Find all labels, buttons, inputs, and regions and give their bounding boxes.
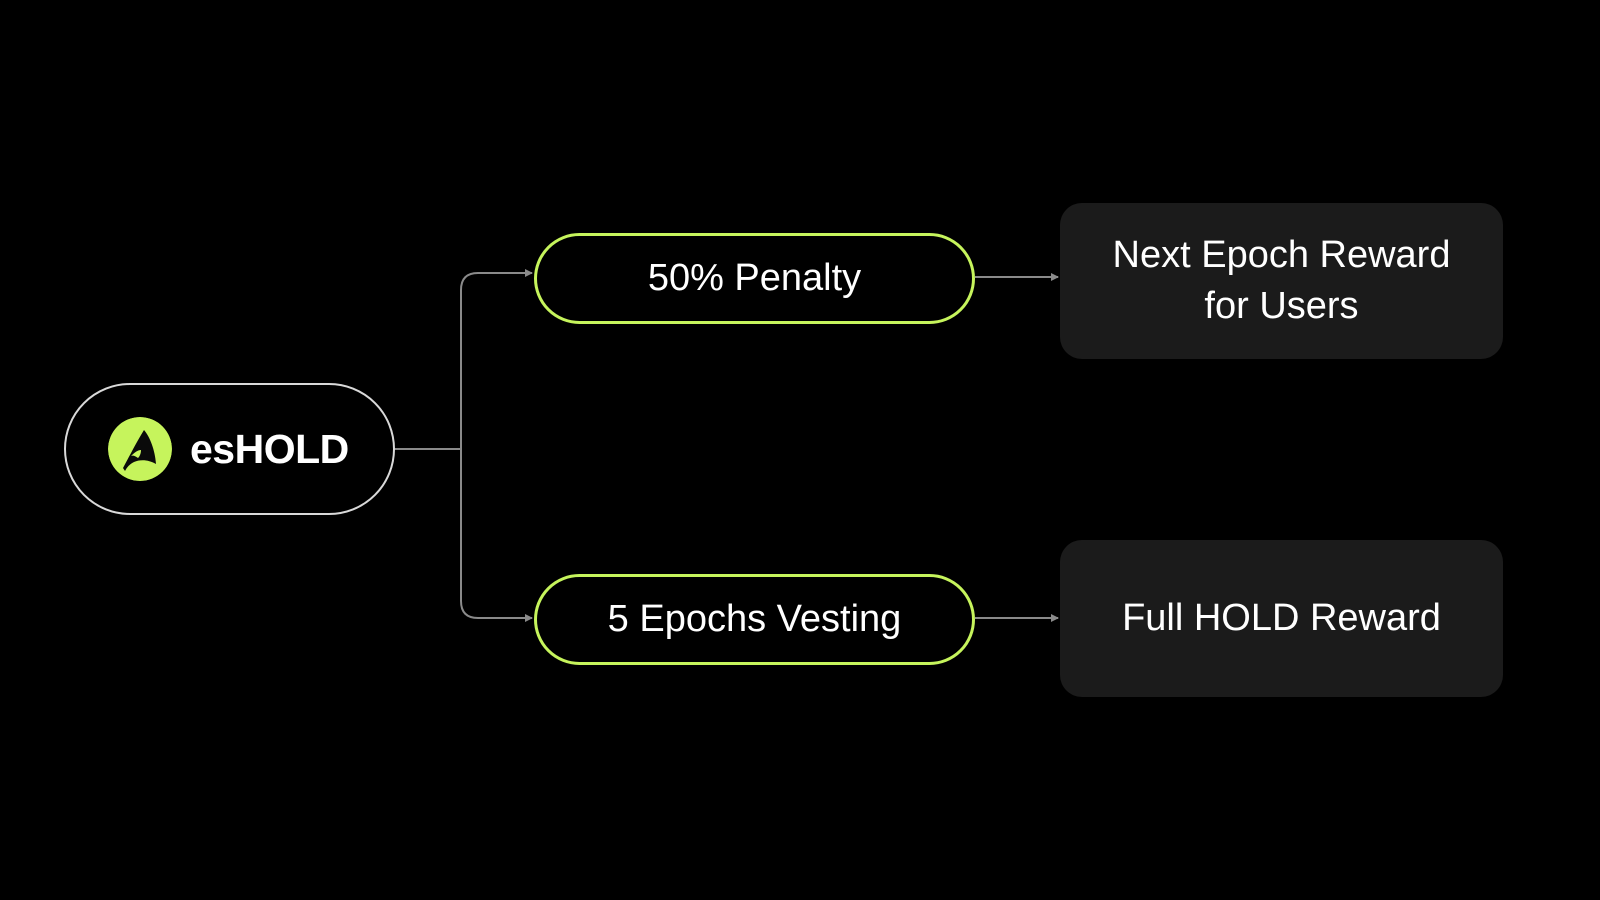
eshold-root-node: esHOLD bbox=[64, 383, 395, 515]
next-epoch-reward-label: Next Epoch Reward for Users bbox=[1112, 233, 1451, 327]
vesting-label: 5 Epochs Vesting bbox=[607, 598, 902, 640]
hold-logo-icon bbox=[108, 417, 172, 481]
full-hold-reward-label: Full HOLD Reward bbox=[1122, 596, 1441, 639]
next-epoch-reward-node: Next Epoch Reward for Users bbox=[1060, 203, 1503, 359]
vesting-node: 5 Epochs Vesting bbox=[534, 574, 975, 665]
root-label: esHOLD bbox=[190, 425, 349, 472]
penalty-node: 50% Penalty bbox=[534, 233, 975, 324]
connector-root-to-penalty bbox=[460, 269, 533, 449]
penalty-label: 50% Penalty bbox=[647, 257, 862, 299]
connector-root-to-vesting bbox=[460, 449, 533, 622]
full-hold-reward-node: Full HOLD Reward bbox=[1060, 540, 1503, 697]
